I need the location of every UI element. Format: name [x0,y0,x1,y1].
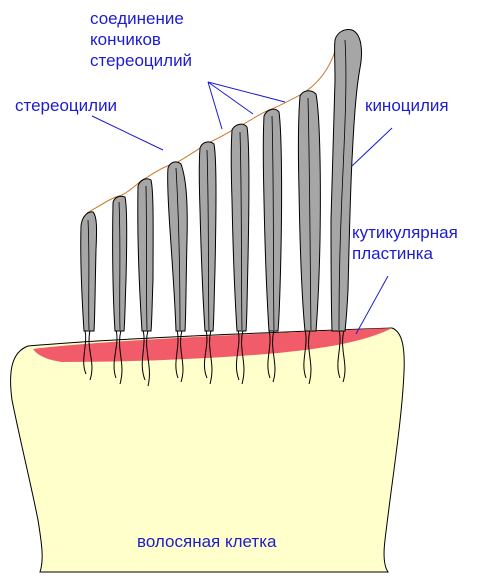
stereocilium-7 [262,108,283,332]
stereocilia-label: стереоцилии [15,96,118,115]
hair-cell-body [10,327,405,573]
tip-links-label-line-2: кончиков [90,30,161,49]
kinocilium [330,29,362,332]
stereocilia [80,90,321,332]
pointer-lines [91,81,393,335]
pointer-tip-link-3 [207,81,286,103]
tip-links-label-line-1: соединение [90,9,184,28]
stereocilium-6 [230,123,250,332]
pointer-cuticular-plate [355,275,389,335]
cuticular-plate-label-line-2: пластинка [352,244,434,263]
stereocilia-striations [87,97,312,331]
pointer-stereocilia [91,115,164,151]
pointer-kinocilium [351,127,393,167]
cuticular-plate [33,328,392,362]
stereocilium-4 [167,161,188,332]
pointer-tip-link-1 [207,81,223,130]
stereocilium-8 [297,90,321,332]
kinocilium-striation [338,39,347,331]
stereocilium-3 [137,178,154,332]
cuticular-plate-label: кутикулярная пластинка [352,222,458,264]
hair-cell-label: волосяная клетка [137,532,277,551]
pointer-tip-link-2 [207,81,254,115]
stereocilium-5 [198,141,217,332]
kinocilium-label: киноцилия [365,96,449,115]
tip-links-label-line-3: стереоцилий [90,51,193,70]
stereocilia-rootlets [83,329,346,387]
tip-links-label: соединение кончиков стереоцилий [90,8,192,71]
cuticular-plate-label-line-1: кутикулярная [352,223,458,242]
